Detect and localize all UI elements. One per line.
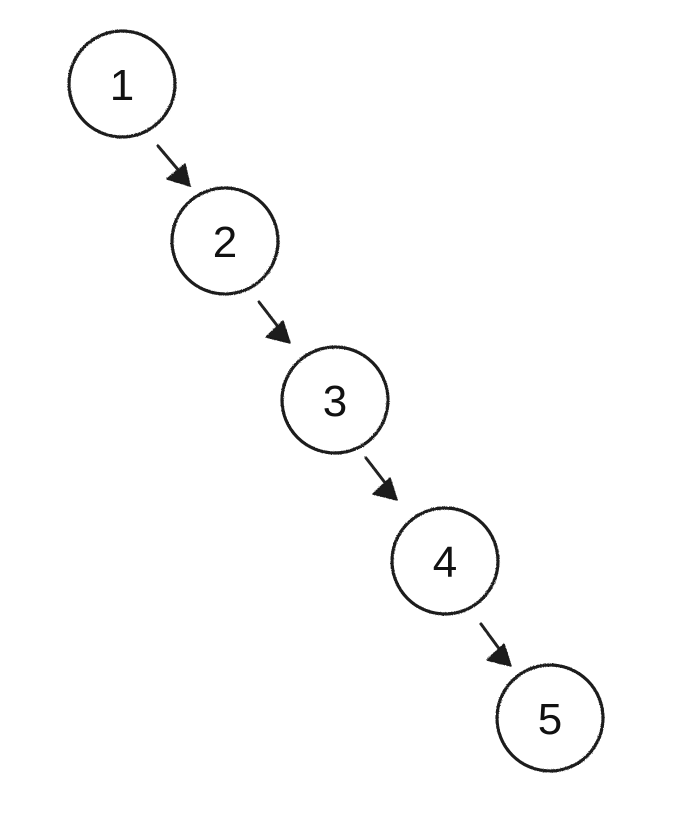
edge-line: [257, 300, 281, 330]
node-circle: [390, 506, 500, 616]
tree-node-5: 5: [495, 663, 605, 773]
node-circle: [280, 345, 390, 455]
arrow-head-icon: [372, 477, 398, 501]
arrow-head-icon: [265, 320, 291, 344]
node-label: 4: [433, 538, 457, 587]
tree-node-3: 3: [280, 345, 390, 455]
arrow-head-icon: [166, 163, 191, 187]
edge-line: [479, 622, 502, 652]
edge-1-2: [156, 144, 191, 187]
node-label: 2: [213, 218, 237, 267]
tree-node-1: 1: [67, 29, 177, 139]
edge-3-4: [364, 456, 398, 501]
tree-node-2: 2: [170, 186, 280, 296]
node-circle: [170, 186, 280, 296]
edge-line: [156, 144, 182, 174]
node-circle: [67, 29, 177, 139]
node-label: 1: [110, 61, 134, 110]
edge-4-5: [479, 622, 512, 667]
edge-2-3: [257, 300, 291, 344]
node-label: 3: [323, 377, 347, 426]
edge-line: [364, 456, 388, 486]
tree-node-4: 4: [390, 506, 500, 616]
node-label: 5: [538, 695, 562, 744]
arrow-head-icon: [486, 643, 512, 667]
node-circle: [495, 663, 605, 773]
